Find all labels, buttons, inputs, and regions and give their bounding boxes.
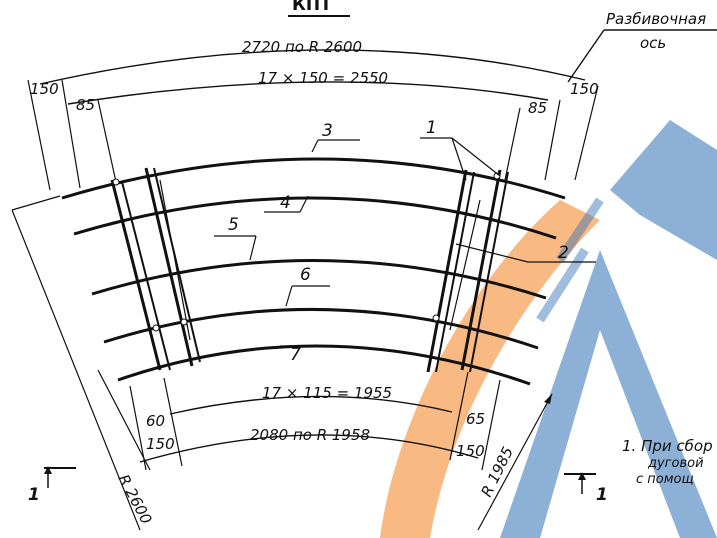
svg-text:1: 1 (596, 485, 608, 505)
dim-top-left-150: 150 (30, 80, 59, 98)
callout-7: 7 (290, 345, 301, 365)
dim-arc-bottom-module (169, 395, 453, 415)
dim-top-total-label: 2720 по R 2600 (242, 38, 362, 56)
callout-4: 4 (280, 193, 291, 213)
callout-1-pointer-b (451, 137, 501, 177)
dim-top-right-85: 85 (528, 99, 547, 117)
right-clamps (426, 169, 509, 373)
section-mark-right: 1 (564, 472, 608, 505)
callout-1: 1 (426, 118, 437, 138)
axis-label-line1: Разбивочная (606, 10, 706, 28)
dim-bottom-left-150: 150 (146, 435, 175, 453)
dim-bottom-right-150: 150 (456, 442, 485, 460)
callout-5-pointer (249, 235, 257, 261)
track-4 (73, 196, 557, 240)
callout-2: 2 (558, 243, 569, 263)
note-line3: с помощ (636, 472, 694, 487)
ext-line-right-b (544, 99, 561, 181)
dim-bottom-left-60: 60 (146, 412, 165, 430)
ext-line-bottom-right-a (449, 371, 469, 461)
left-clamps (110, 167, 201, 371)
ext-line-left-b (61, 79, 81, 189)
callout-3: 3 (322, 121, 333, 141)
watermark-orange-arc (380, 200, 600, 538)
dim-bottom-module-label: 17 × 115 = 1955 (262, 384, 392, 402)
ext-line-left-c (97, 99, 117, 183)
axis-leader-slant (567, 29, 605, 83)
track-3 (61, 157, 566, 200)
radius-ext-left (11, 195, 61, 211)
axis-label-line2: ось (640, 34, 666, 52)
radius-line-left (11, 209, 141, 531)
callout-4-pointer (299, 195, 309, 213)
header-title: КПТ (292, 0, 332, 15)
callout-6: 6 (300, 265, 311, 285)
dim-top-left-85: 85 (76, 96, 95, 114)
section-mark-left: 1 (28, 466, 76, 505)
callout-2-pointer (455, 243, 529, 263)
dim-arc-top-total (39, 49, 586, 85)
track-5 (91, 259, 547, 300)
note-line2: дуговой (647, 456, 704, 471)
track-7 (117, 344, 531, 386)
dim-top-module-label: 17 × 150 = 2550 (258, 69, 388, 87)
note-line1: 1. При сбор (622, 437, 713, 455)
dim-top-right-150: 150 (570, 80, 599, 98)
callout-5: 5 (228, 215, 239, 235)
watermark-blue-chevron (500, 250, 717, 538)
watermark-blue-top (610, 120, 717, 260)
callout-6-pointer (285, 285, 293, 307)
radius-arrowhead (544, 394, 552, 404)
radius-ext-left2 (97, 369, 151, 471)
dim-arc-top-module (67, 81, 549, 105)
ext-line-bottom-right-b (481, 379, 501, 471)
ext-line-right-a (504, 107, 521, 181)
ext-line-right-c (574, 85, 599, 181)
radius-line-right (477, 393, 553, 531)
dim-bottom-total-label: 2080 по R 1958 (250, 426, 370, 444)
dim-arc-bottom-total (139, 434, 479, 463)
callout-1-pointer-a (451, 137, 467, 181)
ext-line-bottom-left-a (129, 385, 147, 471)
dim-bottom-right-65: 65 (466, 410, 485, 428)
callout-3-pointer (311, 139, 319, 153)
svg-text:1: 1 (28, 485, 40, 505)
ext-line-left-a (27, 79, 51, 191)
ext-line-bottom-left-b (163, 377, 183, 467)
